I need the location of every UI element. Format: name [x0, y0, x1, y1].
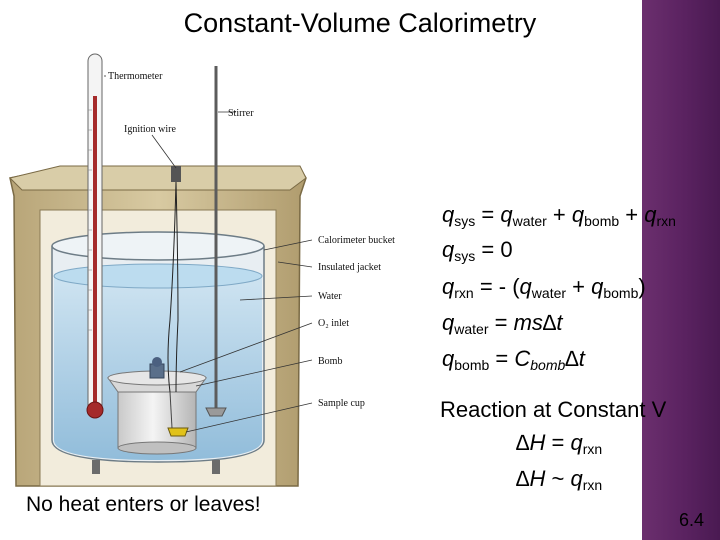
rx1-delta-h: ∆H — [516, 430, 546, 455]
eq4-sub-water: water — [454, 321, 489, 337]
rx2-q: q — [570, 466, 583, 491]
label-ignition-wire: Ignition wire — [124, 124, 176, 135]
eq3-sub-rxn: rxn — [454, 285, 474, 301]
eq1-q-rxn: q — [644, 202, 657, 227]
eq5-c: C — [514, 346, 531, 371]
eq1-sub-bomb: bomb — [584, 213, 620, 229]
eq3-plus: + — [566, 274, 592, 299]
label-bomb: Bomb — [318, 356, 342, 367]
equation-qwater: qwater = ms∆t — [442, 310, 562, 337]
eq1-q-sys: q — [442, 202, 455, 227]
eq3-q-rxn: q — [442, 274, 455, 299]
eq2-q-sys: q — [442, 237, 455, 262]
rx2-relation: ~ — [545, 466, 571, 491]
eq2-rest: = 0 — [475, 237, 513, 262]
rx2-delta-h: ∆H — [516, 466, 546, 491]
reaction-heading: Reaction at Constant V — [440, 397, 667, 422]
eq3-sub-bomb: bomb — [603, 285, 639, 301]
bucket-legs — [92, 460, 220, 474]
stirrer — [205, 66, 227, 417]
thermometer — [86, 53, 104, 419]
eq1-sub-water: water — [512, 213, 547, 229]
eq3-sub-water: water — [531, 285, 567, 301]
rx1-sub-rxn: rxn — [582, 441, 603, 457]
eq4-rhs: ms∆t — [513, 310, 563, 335]
bomb — [107, 357, 207, 455]
eq5-mid: = — [489, 346, 515, 371]
ignition-wire — [167, 166, 181, 393]
eq3-end: ) — [638, 274, 646, 299]
label-sample-cup: Sample cup — [318, 398, 365, 409]
equation-qsys-zero: qsys = 0 — [442, 237, 513, 264]
label-insulated-jacket: Insulated jacket — [318, 262, 381, 273]
eq3-q-bomb: q — [591, 274, 604, 299]
reaction-line-2: ∆H ~ qrxn — [516, 466, 602, 493]
eq1-sub-sys: sys — [454, 213, 476, 229]
eq2-sub-sys: sys — [454, 248, 476, 264]
eq1-plus-2: + — [619, 202, 645, 227]
label-thermometer: Thermometer — [108, 71, 163, 82]
eq5-rhs: ∆t — [565, 346, 585, 371]
eq5-sub-c-bomb: bomb — [530, 357, 566, 373]
footer-note: No heat enters or leaves! — [26, 493, 261, 516]
rx1-q: q — [570, 430, 583, 455]
page-number: 6.4 — [679, 510, 705, 530]
label-o2-inlet: O₂ inlet — [318, 318, 349, 329]
label-stirrer: Stirrer — [228, 108, 254, 119]
label-water: Water — [318, 291, 342, 302]
eq5-q-bomb: q — [442, 346, 455, 371]
reaction-line-1: ∆H = qrxn — [516, 430, 602, 457]
equation-qbomb: qbomb = Cbomb∆t — [442, 346, 585, 373]
sample-cup — [167, 391, 189, 437]
label-calorimeter-bucket: Calorimeter bucket — [318, 235, 395, 246]
equation-qrxn: qrxn = - (qwater + qbomb) — [442, 274, 646, 301]
eq1-q-bomb: q — [571, 202, 585, 227]
rx1-relation: = — [545, 430, 571, 455]
eq3-q-water: q — [519, 274, 532, 299]
eq4-mid: = — [488, 310, 514, 335]
eq1-q-water: q — [500, 202, 513, 227]
leader-lines — [104, 75, 313, 433]
eq1-plus-1: + — [546, 202, 572, 227]
rx2-sub-rxn: rxn — [582, 477, 603, 493]
eq1-equals: = — [475, 202, 501, 227]
eq5-sub-bomb: bomb — [454, 357, 490, 373]
side-band — [642, 0, 720, 540]
slide-title: Constant-Volume Calorimetry — [183, 8, 537, 38]
equation-qsys-sum: qsys = qwater + qbomb + qrxn — [442, 202, 676, 229]
eq3-mid: = - ( — [473, 274, 520, 299]
eq1-sub-rxn: rxn — [656, 213, 676, 229]
eq4-q-water: q — [442, 310, 455, 335]
